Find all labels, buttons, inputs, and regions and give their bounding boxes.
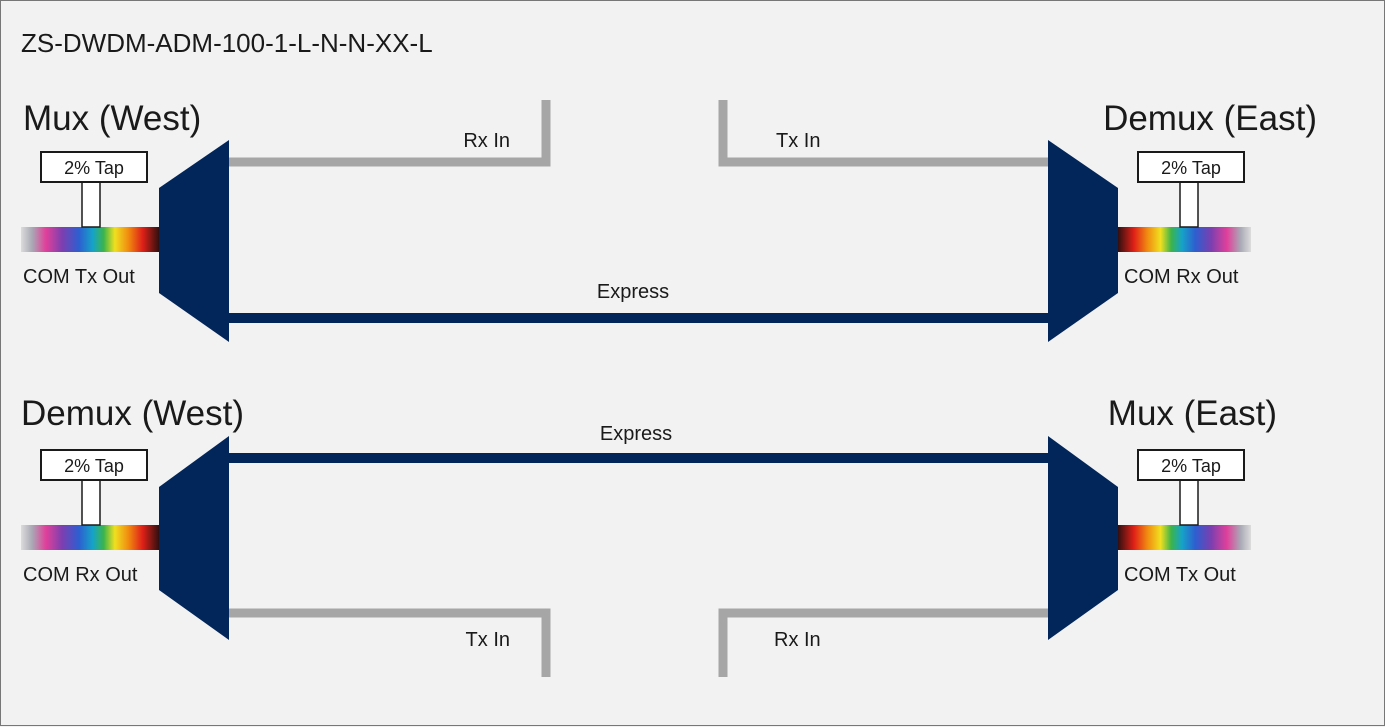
mux-east-block xyxy=(1048,436,1118,640)
bottom-express-label: Express xyxy=(600,423,672,445)
com-rx-out-label: COM Rx Out xyxy=(1124,266,1239,288)
bottom-right-spectrum xyxy=(1118,525,1251,550)
demux-east-block xyxy=(1048,140,1118,342)
top-section: 2% Tap 2% Tap Mux (West) Demux (East) CO… xyxy=(21,99,1317,342)
bottom-left-tap-label: 2% Tap xyxy=(64,456,124,476)
bottom-right-tap-label: 2% Tap xyxy=(1161,456,1221,476)
bottom-right-tap-stem xyxy=(1179,479,1199,526)
top-left-spectrum xyxy=(21,227,159,252)
top-right-tap-label: 2% Tap xyxy=(1161,158,1221,178)
top-right-spectrum xyxy=(1118,227,1251,252)
bottom-rx-in-label: Rx In xyxy=(774,629,821,651)
bottom-section: 2% Tap 2% Tap Demux (West) Mux (East) CO… xyxy=(21,394,1277,677)
top-tx-in-line xyxy=(718,100,1050,167)
top-rx-in-line xyxy=(229,100,551,167)
bottom-tx-in-line xyxy=(229,608,551,677)
demux-west-label: Demux (West) xyxy=(21,394,244,433)
top-left-tap-box xyxy=(40,151,148,183)
mux-east-label: Mux (East) xyxy=(1108,394,1277,433)
bottom-tx-in-label: Tx In xyxy=(466,629,510,651)
mux-west-block xyxy=(159,140,229,342)
bottom-left-tap-box xyxy=(40,449,148,481)
top-tx-in-label: Tx In xyxy=(776,130,820,152)
mux-west-label: Mux (West) xyxy=(23,99,201,138)
top-right-tap-stem xyxy=(1179,181,1199,228)
bottom-rx-in-line xyxy=(718,608,1050,677)
bottom-left-spectrum xyxy=(21,525,159,550)
demux-west-block xyxy=(159,436,229,640)
bottom-right-tap-box xyxy=(1137,449,1245,481)
diagram-title: ZS-DWDM-ADM-100-1-L-N-N-XX-L xyxy=(21,28,433,58)
bottom-left-tap-stem xyxy=(81,479,101,526)
demux-east-label: Demux (East) xyxy=(1103,99,1317,138)
top-rx-in-label: Rx In xyxy=(463,130,510,152)
com-rx-out-label: COM Rx Out xyxy=(23,564,138,586)
com-tx-out-label: COM Tx Out xyxy=(1124,564,1236,586)
top-right-tap-box xyxy=(1137,151,1245,183)
top-left-tap-label: 2% Tap xyxy=(64,158,124,178)
top-express-label: Express xyxy=(597,281,669,303)
top-left-tap-stem xyxy=(81,181,101,228)
com-tx-out-label: COM Tx Out xyxy=(23,266,135,288)
